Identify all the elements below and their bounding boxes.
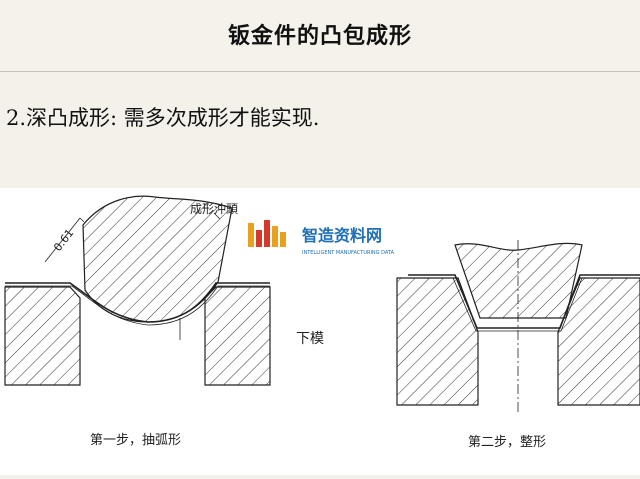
dimension-tick (79, 217, 85, 223)
title-divider (0, 71, 640, 72)
punch-1 (82, 195, 233, 323)
right-die-block-left (396, 277, 479, 406)
right-die-block-right (557, 277, 640, 406)
forming-diagram-svg: 0.61 成形沖頭 下模 第一步，抽弧形 第二步，整形 智造资料网 INTELL… (4, 195, 640, 450)
left-die-block-left (4, 286, 81, 386)
caption-step-1: 第一步，抽弧形 (90, 433, 181, 448)
die-label: 下模 (296, 331, 324, 347)
left-die-block-right (204, 286, 271, 386)
title-band (0, 0, 640, 72)
dimension-line (44, 217, 81, 263)
section-heading: 2.深凸成形: 需多次成形才能实现. (6, 106, 320, 130)
logo-title: 智造资料网 (302, 226, 382, 245)
punch-2 (454, 242, 583, 319)
punch-leader (213, 212, 221, 220)
sheet-metal-1 (5, 282, 270, 323)
logo-bar-4 (272, 226, 278, 247)
punch-label: 成形沖頭 (190, 202, 238, 216)
logo-bar-2 (256, 230, 262, 247)
logo-bar-5 (280, 232, 286, 247)
logo-bar-1 (248, 223, 254, 247)
watermark-logo: 智造资料网 INTELLIGENT MANUFACTURING DATA (248, 220, 395, 256)
caption-step-2: 第二步，整形 (468, 435, 546, 450)
sheet-metal-1-inner (5, 285, 270, 326)
logo-bar-3 (264, 220, 270, 247)
sheet-metal-2-inner (408, 277, 640, 332)
forming-diagram: 0.61 成形沖頭 下模 第一步，抽弧形 第二步，整形 智造资料网 INTELL… (0, 188, 640, 475)
sheet-metal-2 (408, 274, 640, 329)
dimension-label: 0.61 (51, 227, 76, 254)
page-title: 钣金件的凸包成形 (227, 24, 412, 49)
logo-subtitle: INTELLIGENT MANUFACTURING DATA (302, 250, 395, 256)
